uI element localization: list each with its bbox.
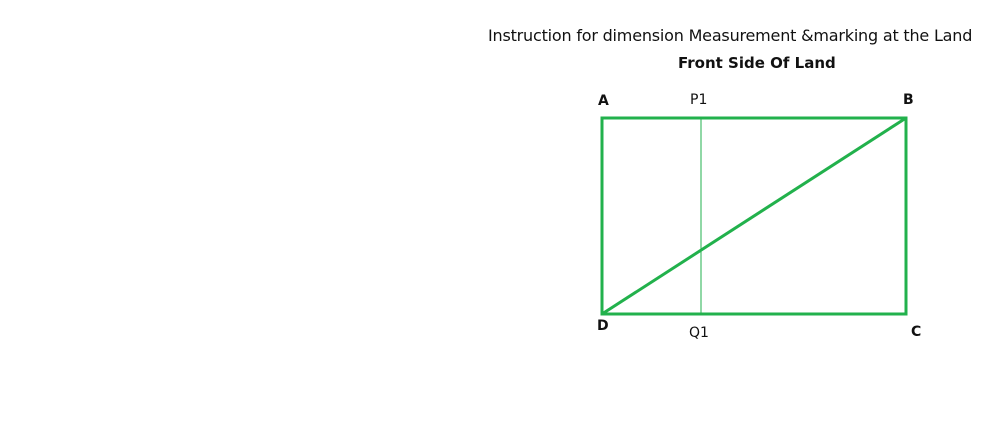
corner-label-c: C xyxy=(911,324,922,340)
diagram-subtitle: Front Side Of Land xyxy=(678,54,836,72)
point-label-q1: Q1 xyxy=(689,325,709,341)
diagonal-d-to-b xyxy=(601,116,907,316)
diagram-title: Instruction for dimension Measurement &m… xyxy=(488,26,973,45)
corner-label-b: B xyxy=(903,92,914,108)
point-label-p1: P1 xyxy=(690,92,708,108)
corner-label-a: A xyxy=(598,93,609,109)
land-boundary-rectangle xyxy=(600,116,908,316)
corner-label-d: D xyxy=(597,318,609,334)
